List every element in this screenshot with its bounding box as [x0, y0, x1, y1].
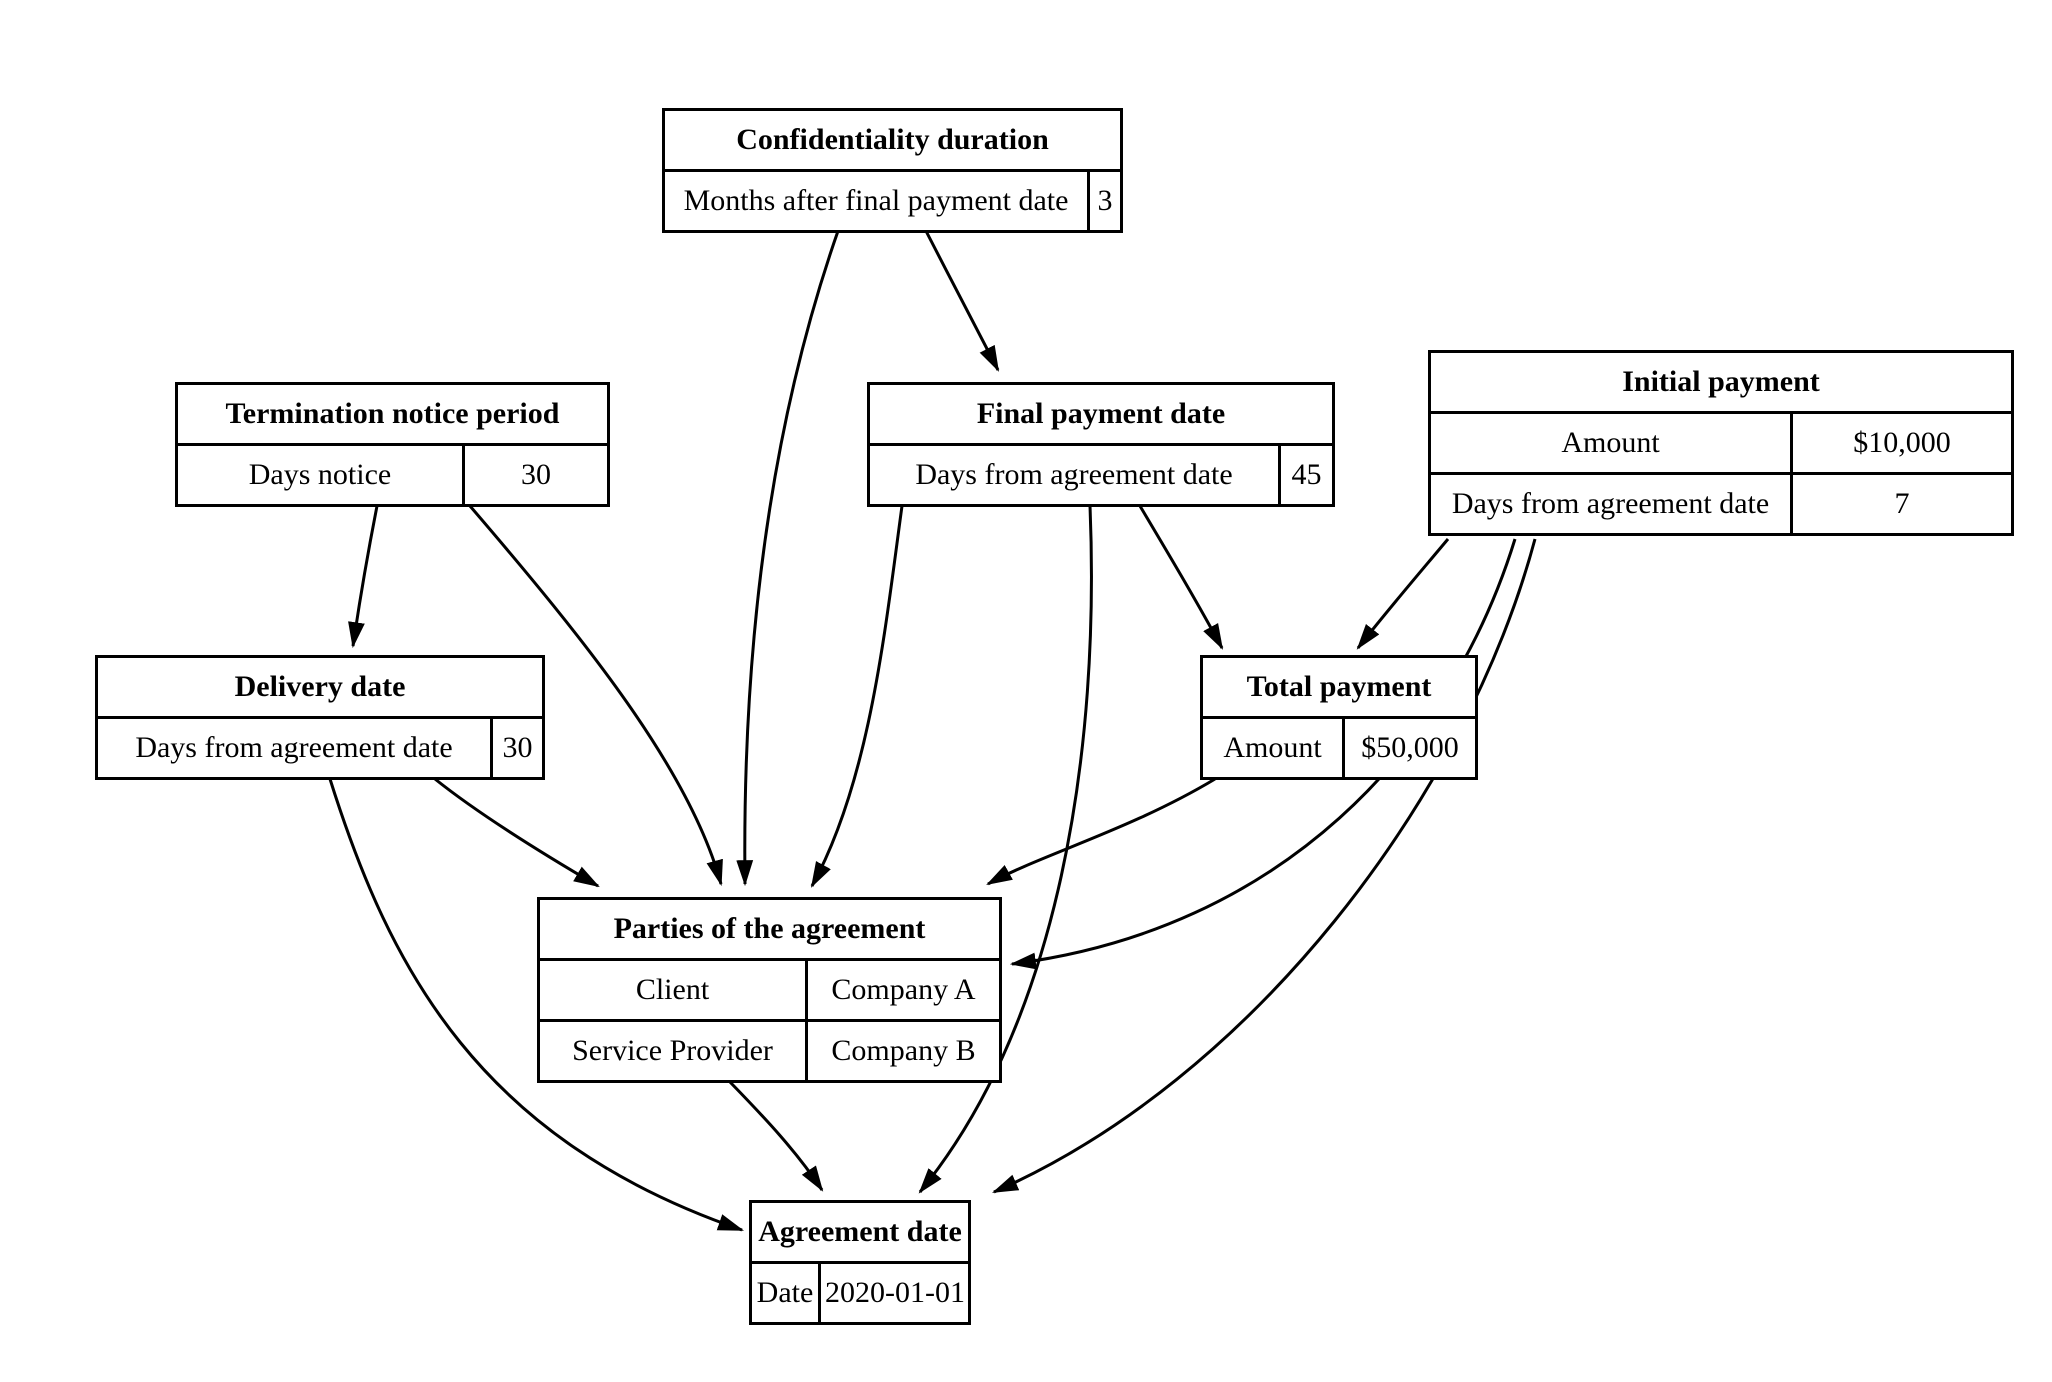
edge-termination-notice-period-to-parties-of-the-agreement — [468, 505, 723, 887]
node-title: Parties of the agreement — [537, 897, 1002, 961]
node-parties-of-the-agreement: Parties of the agreement Client Company … — [537, 897, 1002, 1083]
node-title: Delivery date — [95, 655, 545, 719]
edge-parties-of-the-agreement-to-agreement-date — [728, 1080, 824, 1192]
field-value: 7 — [1790, 472, 2014, 536]
node-title: Termination notice period — [175, 382, 610, 446]
field-label: Client — [537, 958, 808, 1022]
node-final-payment-date: Final payment date Days from agreement d… — [867, 382, 1335, 507]
node-delivery-date: Delivery date Days from agreement date 3… — [95, 655, 545, 780]
node-agreement-date: Agreement date Date 2020-01-01 — [749, 1200, 971, 1325]
edge-initial-payment-to-total-payment — [1356, 538, 1450, 650]
field-value: 45 — [1278, 443, 1335, 507]
node-termination-notice-period: Termination notice period Days notice 30 — [175, 382, 610, 507]
node-title: Initial payment — [1428, 350, 2014, 414]
field-label: Days from agreement date — [95, 716, 493, 780]
field-label: Days notice — [175, 443, 465, 507]
edge-initial-payment-to-agreement-date — [992, 538, 1537, 1194]
edge-delivery-date-to-parties-of-the-agreement — [434, 777, 600, 888]
field-value: $10,000 — [1790, 411, 2014, 475]
node-initial-payment: Initial payment Amount $10,000 Days from… — [1428, 350, 2014, 536]
field-value: 30 — [490, 716, 545, 780]
node-total-payment: Total payment Amount $50,000 — [1200, 655, 1478, 780]
edge-final-payment-date-to-parties-of-the-agreement — [810, 505, 904, 888]
edge-delivery-date-to-agreement-date — [328, 778, 745, 1232]
field-value: $50,000 — [1342, 716, 1478, 780]
edge-initial-payment-to-parties-of-the-agreement — [1009, 538, 1517, 970]
field-label: Date — [749, 1261, 821, 1325]
field-value: Company A — [805, 958, 1002, 1022]
node-title: Final payment date — [867, 382, 1335, 446]
field-label: Amount — [1428, 411, 1793, 475]
node-title: Confidentiality duration — [662, 108, 1123, 172]
edge-final-payment-date-to-agreement-date — [918, 505, 1093, 1194]
field-label: Days from agreement date — [1428, 472, 1793, 536]
edge-termination-notice-period-to-delivery-date — [348, 505, 379, 649]
field-label: Amount — [1200, 716, 1345, 780]
field-label: Days from agreement date — [867, 443, 1281, 507]
field-label: Service Provider — [537, 1019, 808, 1083]
field-label: Months after final payment date — [662, 169, 1090, 233]
node-title: Agreement date — [749, 1200, 971, 1264]
edge-confidentiality-duration-to-final-payment-date — [924, 230, 1000, 372]
field-value: 3 — [1087, 169, 1123, 233]
field-value: Company B — [805, 1019, 1002, 1083]
edge-total-payment-to-parties-of-the-agreement — [986, 777, 1216, 886]
edge-final-payment-date-to-total-payment — [1138, 505, 1224, 650]
node-title: Total payment — [1200, 655, 1478, 719]
field-value: 2020-01-01 — [818, 1261, 971, 1325]
node-confidentiality-duration: Confidentiality duration Months after fi… — [662, 108, 1123, 233]
field-value: 30 — [462, 443, 610, 507]
edge-confidentiality-duration-to-parties-of-the-agreement — [736, 230, 840, 887]
